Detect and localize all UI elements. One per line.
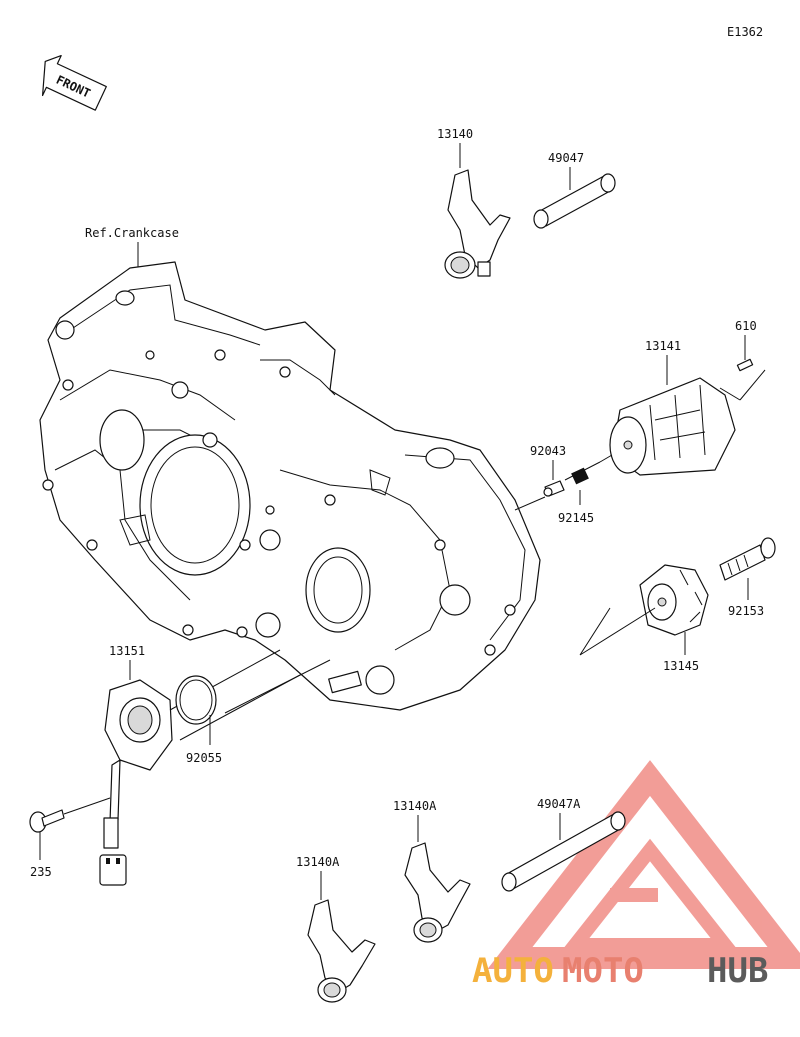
gear-position-sensor-13151 [99,679,173,886]
bolt-92153 [719,537,776,581]
shift-fork-13140a-middle [404,842,471,943]
label-92145: 92145 [558,511,594,525]
screw-235 [29,809,65,833]
label-92055: 92055 [186,751,222,765]
pin-92043 [543,480,565,497]
label-13140a-bottom: 13140A [296,855,340,869]
label-235: 235 [30,865,52,879]
shift-rod-49047a [501,811,626,892]
label-49047a: 49047A [537,797,581,811]
label-13151: 13151 [109,644,145,658]
label-49047: 49047 [548,151,584,165]
watermark-moto: MOTO [562,951,644,991]
label-13140a-middle: 13140A [393,799,437,813]
label-13141: 13141 [645,339,681,353]
label-610: 610 [735,319,757,333]
shift-cam-13145 [639,564,709,636]
shift-rod-49047 [533,173,616,229]
crankcase [39,261,541,711]
label-13145: 13145 [663,659,699,673]
shift-drum-13141 [609,377,736,476]
watermark-logo [487,760,800,969]
front-arrow-icon: FRONT [41,55,107,111]
label-92043: 92043 [530,444,566,458]
shift-fork-13140 [444,169,511,279]
diagram-code: E1362 [727,25,763,39]
watermark-text: AUTO MOTO HUB [472,951,768,991]
label-13140-top: 13140 [437,127,473,141]
spring-92145 [571,467,589,485]
shift-fork-13140a-bottom [307,899,376,1003]
ref-crankcase-label: Ref.Crankcase [85,226,179,240]
watermark-hub: HUB [707,951,768,991]
label-92153: 92153 [728,604,764,618]
watermark-auto: AUTO [472,951,554,991]
o-ring-92055 [175,675,217,725]
pin-610 [736,358,754,372]
